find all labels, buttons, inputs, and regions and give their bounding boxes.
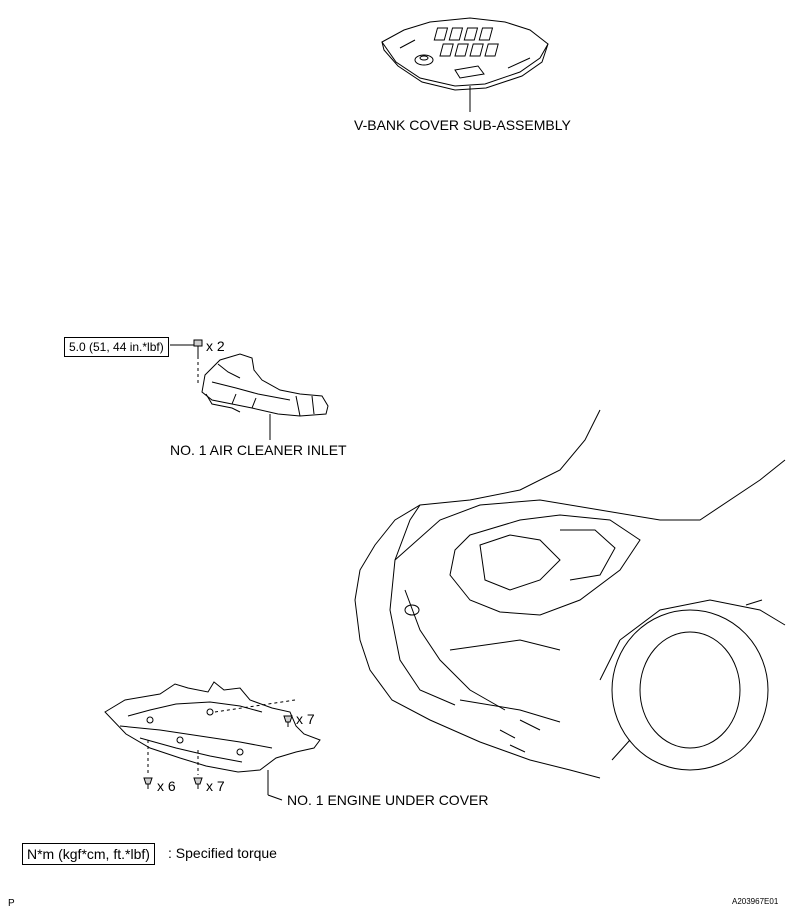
torque-spec-box: 5.0 (51, 44 in.*lbf)	[64, 337, 169, 357]
inlet-bolt-quantity: x 2	[206, 338, 225, 354]
torque-legend-description: : Specified torque	[168, 845, 277, 861]
clip-quantity-middle: x 7	[206, 778, 225, 794]
clip-quantity-left: x 6	[157, 778, 176, 794]
air-cleaner-inlet-drawing	[170, 339, 329, 440]
clip-quantity-top: x 7	[296, 711, 315, 727]
engine-under-cover-drawing	[104, 681, 321, 801]
figure-code: A203967E01	[732, 897, 779, 906]
vbank-cover-label: V-BANK COVER SUB-ASSEMBLY	[354, 117, 571, 133]
page-mark: P	[8, 898, 15, 909]
air-cleaner-inlet-label: NO. 1 AIR CLEANER INLET	[170, 442, 347, 458]
engine-under-cover-label: NO. 1 ENGINE UNDER COVER	[287, 792, 489, 808]
vbank-cover-drawing	[381, 17, 549, 112]
torque-unit-legend-box: N*m (kgf*cm, ft.*lbf)	[22, 843, 155, 865]
vehicle-front-drawing	[354, 409, 786, 779]
